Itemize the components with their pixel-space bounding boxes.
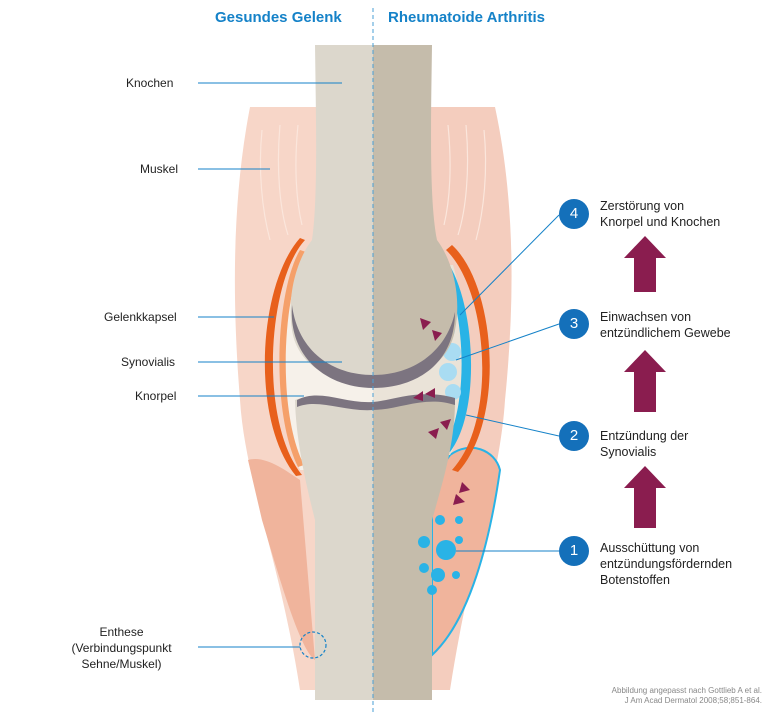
step-3-line2: entzündlichem Gewebe	[600, 326, 731, 340]
arrow-2-to-3	[624, 350, 666, 412]
arrow-1-to-2	[624, 466, 666, 528]
step-2-line1: Entzündung der	[600, 429, 689, 443]
capsule-ra	[446, 245, 490, 472]
step-badge-3: 3	[559, 309, 589, 339]
bone-lower-healthy	[295, 396, 373, 700]
label-enthese: Enthese (Verbindungspunkt Sehne/Muskel)	[60, 624, 183, 672]
cartilage-upper	[291, 305, 455, 388]
step-text-4: Zerstörung von Knorpel und Knochen	[600, 198, 720, 230]
step-badge-1: 1	[559, 536, 589, 566]
cytokine-dots	[418, 515, 463, 595]
step-2-line2: Synovialis	[600, 445, 657, 459]
tendon-healthy	[248, 459, 315, 660]
capsule-healthy	[264, 238, 305, 476]
label-enthese-line1: Enthese	[99, 625, 144, 639]
step-text-1: Ausschüttung von entzündungsfördernden B…	[600, 540, 732, 588]
synovialis-ra-inflamed	[440, 260, 472, 452]
label-muskel: Muskel	[140, 162, 179, 176]
label-knochen: Knochen	[126, 76, 174, 90]
enthesis-circle	[299, 631, 327, 659]
label-knorpel: Knorpel	[135, 389, 177, 403]
step-badge-4: 4	[559, 199, 589, 229]
erosion-triangles	[413, 318, 470, 505]
arrow-3-to-4	[624, 236, 666, 292]
credit-line1: Abbildung angepasst nach Gottlieb A et a…	[611, 686, 762, 695]
title-healthy-joint: Gesundes Gelenk	[215, 9, 342, 26]
step-4-line2: Knorpel und Knochen	[600, 215, 721, 229]
credit-line2: J Am Acad Dermatol 2008;58;851-864.	[624, 696, 762, 705]
label-enthese-line3: Sehne/Muskel)	[81, 657, 162, 671]
step-1-line1: Ausschüttung von	[600, 541, 700, 555]
step-1-line2: entzündungsfördernden	[600, 557, 733, 571]
bone-upper-ra	[373, 45, 458, 385]
label-enthese-line2: (Verbindungspunkt	[71, 641, 172, 655]
label-synovialis: Synovialis	[121, 355, 176, 369]
bone-lower-ra	[373, 397, 455, 700]
step-text-3: Einwachsen von entzündlichem Gewebe	[600, 309, 731, 341]
capsule-healthy-inner	[279, 250, 306, 467]
step-4-line1: Zerstörung von	[600, 199, 685, 213]
step-badge-2: 2	[559, 421, 589, 451]
leader-lines-left	[198, 82, 342, 648]
muscle-fibers	[259, 124, 487, 241]
leader-lines-right	[455, 214, 560, 552]
step-3-line1: Einwachsen von	[600, 310, 692, 324]
label-gelenkkapsel: Gelenkkapsel	[104, 310, 177, 324]
bone-upper-healthy	[290, 45, 373, 385]
title-rheumatoid-arthritis: Rheumatoide Arthritis	[388, 9, 545, 26]
progression-arrows	[624, 236, 666, 528]
source-credit: Abbildung angepasst nach Gottlieb A et a…	[612, 686, 762, 706]
step-text-2: Entzündung der Synovialis	[600, 428, 688, 460]
step-1-line3: Botenstoffen	[600, 573, 670, 587]
